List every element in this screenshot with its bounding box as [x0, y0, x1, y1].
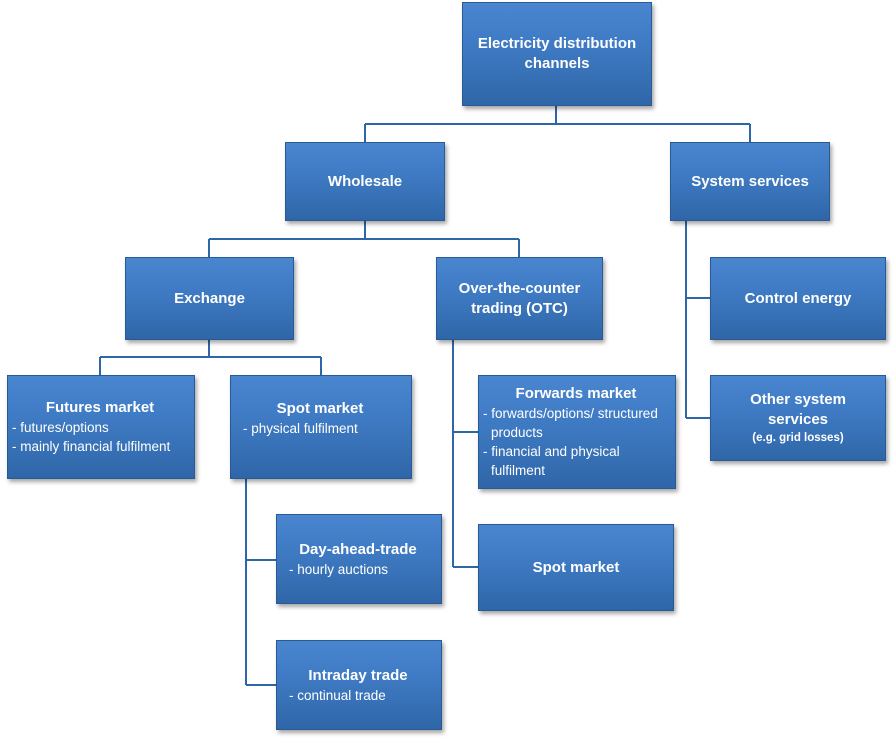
node-item-list: hourly auctions	[281, 560, 435, 579]
node-title: Control energy	[744, 289, 852, 307]
node-title: Intraday trade	[308, 666, 408, 684]
node-item: physical fulfilment	[243, 419, 405, 438]
node-wholesale: Wholesale	[285, 142, 445, 221]
node-intraday-trade: Intraday trade continual trade	[276, 640, 442, 730]
node-title: Other system services	[750, 391, 846, 428]
node-title: Forwards market	[515, 385, 637, 402]
node-title: Day-ahead-trade	[299, 540, 417, 558]
node-item: continual trade	[289, 686, 435, 705]
node-title: Futures market	[45, 399, 155, 416]
node-note: (e.g. grid losses)	[752, 432, 844, 444]
node-spot-market-exchange: Spot market physical fulfilment	[230, 375, 412, 479]
node-item: hourly auctions	[289, 560, 435, 579]
node-control-energy: Control energy	[710, 257, 886, 340]
node-title: Electricity distribution channels	[477, 35, 637, 72]
node-futures-market: Futures market futures/options mainly fi…	[7, 375, 195, 479]
node-electricity-distribution-channels: Electricity distribution channels	[462, 2, 652, 106]
node-item: futures/options	[12, 418, 188, 437]
node-title: Over-the-counter trading (OTC)	[458, 279, 581, 317]
node-item: financial and physical fulfilment	[483, 442, 669, 480]
node-item: forwards/options/ structured products	[483, 404, 669, 442]
node-spot-market-otc: Spot market	[478, 524, 674, 611]
node-title: Spot market	[276, 399, 364, 417]
node-item-list: forwards/options/ structured products fi…	[483, 404, 669, 480]
node-forwards-market: Forwards market forwards/options/ struct…	[478, 375, 676, 489]
node-title: Wholesale	[327, 172, 403, 190]
node-other-system-services: Other system services (e.g. grid losses)	[710, 375, 886, 461]
node-title: Spot market	[532, 558, 620, 576]
node-item-list: physical fulfilment	[235, 419, 405, 438]
node-exchange: Exchange	[125, 257, 294, 340]
node-title: System services	[691, 172, 809, 190]
node-day-ahead-trade: Day-ahead-trade hourly auctions	[276, 514, 442, 604]
node-item-list: continual trade	[281, 686, 435, 705]
node-item: mainly financial fulfilment	[12, 437, 188, 456]
node-title: Exchange	[174, 289, 245, 307]
node-system-services: System services	[670, 142, 830, 221]
node-otc: Over-the-counter trading (OTC)	[436, 257, 603, 340]
node-item-list: futures/options mainly financial fulfilm…	[12, 418, 188, 456]
